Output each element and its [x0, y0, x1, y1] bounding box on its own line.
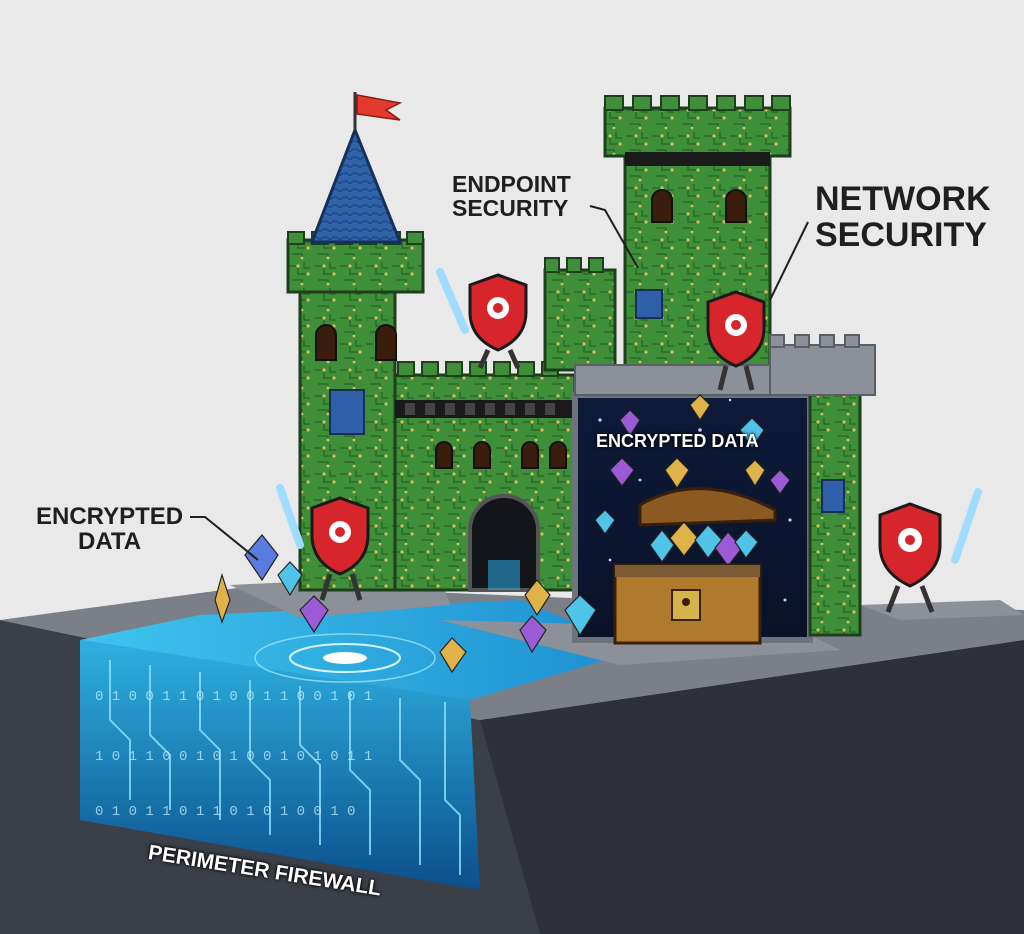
- chip-icon: [821, 479, 845, 513]
- main-wall: [393, 361, 577, 592]
- svg-text:0 1 0 0 1 1 0 1 0 0 1 1 0 0 1: 0 1 0 0 1 1 0 1 0 0 1 1 0 0 1 0 1: [95, 689, 372, 705]
- gem-icon: [594, 394, 791, 536]
- sword-icon: [951, 488, 982, 564]
- gate-icon: [468, 494, 540, 592]
- chip-icon: [329, 389, 365, 435]
- endpoint-security-label: ENDPOINT SECURITY: [452, 171, 571, 222]
- svg-text:0 1 0 1 1 0 1 1 0 1 0 1 0 0 1: 0 1 0 1 1 0 1 1 0 1 0 1 0 0 1 0: [95, 804, 355, 820]
- floating-gems: [214, 534, 597, 674]
- encrypted-data-label-left: ENCRYPTED DATA: [36, 503, 184, 556]
- right-tower: [603, 95, 792, 392]
- shield-knight-top: [436, 268, 528, 370]
- encrypted-data-label-vault: ENCRYPTED DATA: [596, 431, 759, 451]
- svg-text:1 0 1 1 0 0 1 0 1 0 0 1 0 1 0: 1 0 1 1 0 0 1 0 1 0 0 1 0 1 0 1 1: [95, 749, 372, 765]
- chip-icon: [635, 289, 663, 319]
- shield-knight-right: [878, 488, 982, 613]
- network-security-label: NETWORK SECURITY: [815, 180, 991, 254]
- flag-icon: [356, 94, 403, 121]
- shield-knight-left: [276, 484, 370, 601]
- right-outer-wall: [769, 334, 876, 637]
- leader-lines: [190, 205, 809, 561]
- sword-icon: [436, 268, 469, 334]
- middle-turret: [543, 257, 617, 372]
- sword-icon: [276, 484, 304, 549]
- moat: 0 1 0 0 1 1 0 1 0 0 1 1 0 0 1 0 1 1 0 1 …: [80, 600, 640, 890]
- shield-knight-tower: [706, 290, 766, 391]
- treasure-chest-icon: [613, 487, 777, 645]
